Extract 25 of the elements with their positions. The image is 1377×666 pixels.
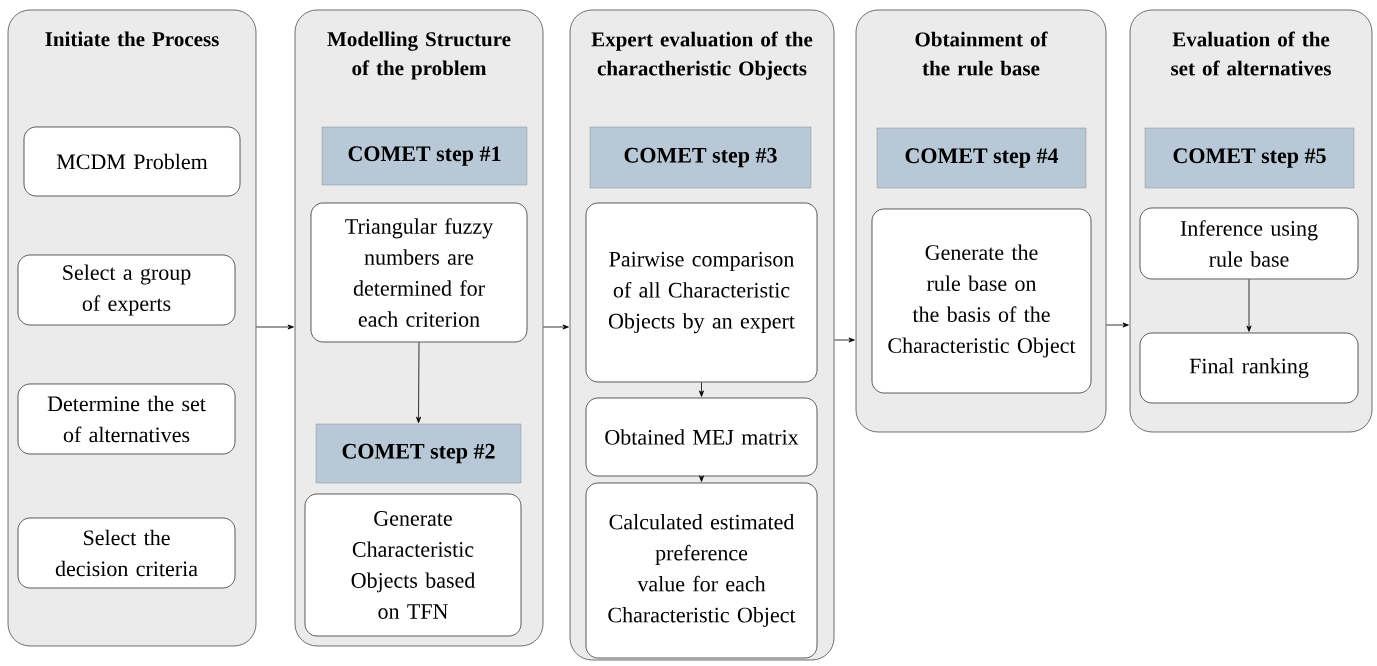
process-box: Calculated estimated preference value for each Characteristic Object xyxy=(585,482,818,659)
arrow xyxy=(1106,322,1129,328)
step-box: COMET step #5 xyxy=(1144,127,1355,189)
arrow xyxy=(416,342,422,424)
step-box: COMET step #3 xyxy=(589,126,812,189)
process-box: Obtained MEJ matrix xyxy=(585,397,818,477)
process-box: Generate Characteristic Objects based on TFN xyxy=(304,493,522,637)
process-box: Select the decision criteria xyxy=(17,517,236,589)
process-box: MCDM Problem xyxy=(23,126,241,197)
arrow xyxy=(256,324,294,330)
process-box: Triangular fuzzy numbers are determined for each criterion xyxy=(310,202,528,343)
process-box: Generate the rule base on the basis of the Characteristic Object xyxy=(871,208,1092,394)
process-box: Determine the set of alternatives xyxy=(17,383,236,455)
process-box: Select a group of experts xyxy=(17,254,236,326)
step-box: COMET step #2 xyxy=(315,423,522,484)
process-box: Pairwise comparison of all Characteristic Objects by an expert xyxy=(585,202,818,383)
arrow xyxy=(543,324,569,330)
step-box: COMET step #4 xyxy=(876,127,1087,189)
process-box: Final ranking xyxy=(1139,332,1359,404)
arrow xyxy=(834,337,855,343)
process-box: Inference using rule base xyxy=(1139,207,1359,280)
arrow xyxy=(699,475,704,482)
step-box: COMET step #1 xyxy=(321,126,528,186)
arrow xyxy=(699,382,704,397)
arrow xyxy=(1246,279,1252,332)
